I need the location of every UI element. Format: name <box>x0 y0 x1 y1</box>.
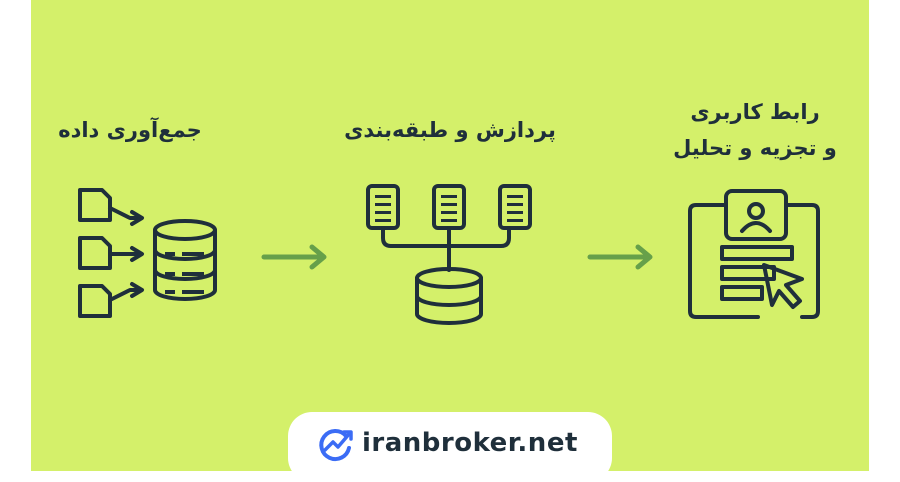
user-interface-icon <box>688 189 820 319</box>
trend-chart-logo-icon <box>319 429 353 462</box>
step-2-title: پردازش و طبقه‌بندی <box>344 118 556 142</box>
data-collection-icon <box>78 188 217 318</box>
step-3-title-line1: رابط کاربری <box>690 100 820 124</box>
flow-arrow-1 <box>261 244 327 270</box>
step-1-title: جمع‌آوری داده <box>58 118 202 142</box>
flow-arrow-2 <box>587 244 653 270</box>
brand-text: iranbroker.net <box>362 428 578 458</box>
data-processing-icon <box>366 184 532 325</box>
step-3-title: رابط کاربری و تجزیه و تحلیل <box>640 94 870 166</box>
brand-badge[interactable]: iranbroker.net <box>288 412 612 482</box>
step-3-title-line2: و تجزیه و تحلیل <box>673 136 837 160</box>
